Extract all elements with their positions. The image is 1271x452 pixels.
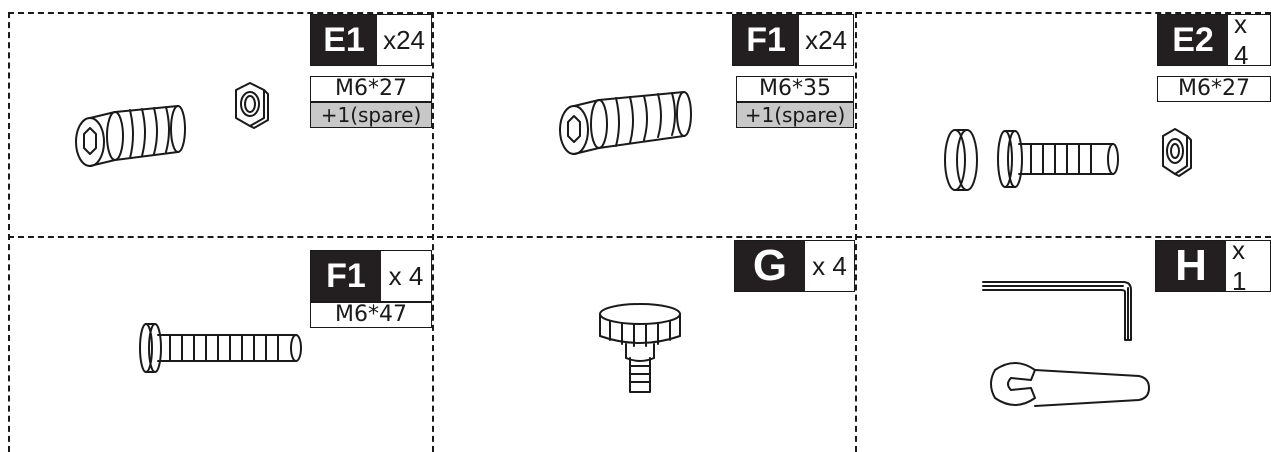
part-spare-note: +1(spare) [310,102,432,128]
part-spec: M6*27 [1157,76,1271,102]
part-cell-e2: E2 x 4 M6*27 [855,0,1271,236]
flange-screw-icon [997,130,1119,188]
part-quantity: x 1 [1232,235,1247,296]
part-code: G [735,241,805,291]
part-code: H [1156,241,1226,291]
thumb-screw-icon [599,303,681,393]
socket-cap-screw-icon [559,91,692,155]
part-badge: G x 4 [734,240,855,292]
part-badge: H x 1 [1155,235,1271,296]
part-badge: E2 x 4 [1157,9,1271,70]
part-code: F1 [311,251,381,301]
open-wrench-icon [990,362,1150,407]
part-code: E2 [1158,15,1228,65]
part-cell-f1-x24: F1 x24 M6*35 +1(spare) [432,0,855,236]
part-badge: F1 x 4 [310,250,432,302]
allen-key-icon [982,281,1132,341]
part-cell-f1-x4: F1 x 4 M6*47 [0,236,432,452]
grid-column-divider-2 [855,12,857,452]
part-quantity: x24 [383,24,425,55]
part-badge: E1 x24 [310,14,432,66]
grid-column-divider-1 [432,12,434,452]
part-cell-g: G x 4 [432,236,855,452]
flange-screw-icon [139,323,302,373]
part-spec: M6*47 [310,302,432,328]
part-code: E1 [311,15,378,65]
part-cell-e1: E1 x24 M6*27 +1(spare) [0,0,432,236]
washer-icon [944,129,978,191]
hex-nut-icon [235,82,269,129]
part-cell-h: H x 1 [855,235,1271,452]
part-spare-note: +1(spare) [736,102,854,128]
grid-top-border [8,12,1271,14]
part-spec: M6*35 [736,76,854,102]
part-quantity: x 4 [1234,9,1249,70]
grid-left-border [8,12,10,452]
grid-middle-divider [8,236,1271,238]
part-code: F1 [733,15,800,65]
hex-nut-icon [1162,128,1192,177]
part-badge: F1 x24 [732,14,854,66]
part-quantity: x 4 [812,250,847,281]
socket-cap-screw-icon [75,105,186,167]
part-quantity: x 4 [388,260,424,291]
part-spec: M6*27 [310,76,432,102]
part-quantity: x24 [805,24,847,55]
